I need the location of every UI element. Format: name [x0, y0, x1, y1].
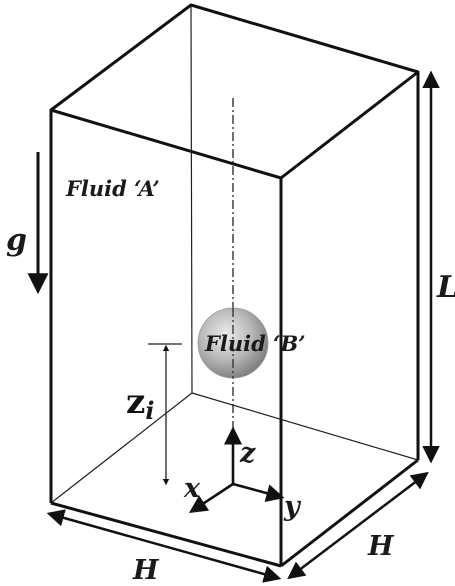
axis-z-label: z	[239, 438, 256, 469]
width-front-dimension-arrow	[46, 509, 282, 583]
coordinate-axes	[188, 426, 285, 514]
gravity-label: g	[6, 223, 27, 258]
width-side-label: H	[367, 531, 395, 562]
zi-subscript: i	[145, 396, 154, 425]
axis-x-label: x	[183, 473, 201, 504]
zi-symbol: z	[126, 382, 145, 422]
fluid-b-label: Fluid ‘B’	[204, 331, 306, 356]
box-front-edges	[49, 3, 420, 568]
fluid-a-label: Fluid ‘A’	[65, 176, 160, 201]
zi-label: zi	[126, 382, 154, 425]
axis-y-label: y	[283, 491, 302, 522]
x-axis-arrow	[188, 482, 234, 514]
length-label: L	[436, 270, 455, 305]
box-back-edges	[50, 4, 419, 504]
width-side-dimension-arrow	[287, 471, 429, 580]
width-front-label: H	[132, 555, 160, 586]
y-axis-arrow	[232, 482, 285, 502]
